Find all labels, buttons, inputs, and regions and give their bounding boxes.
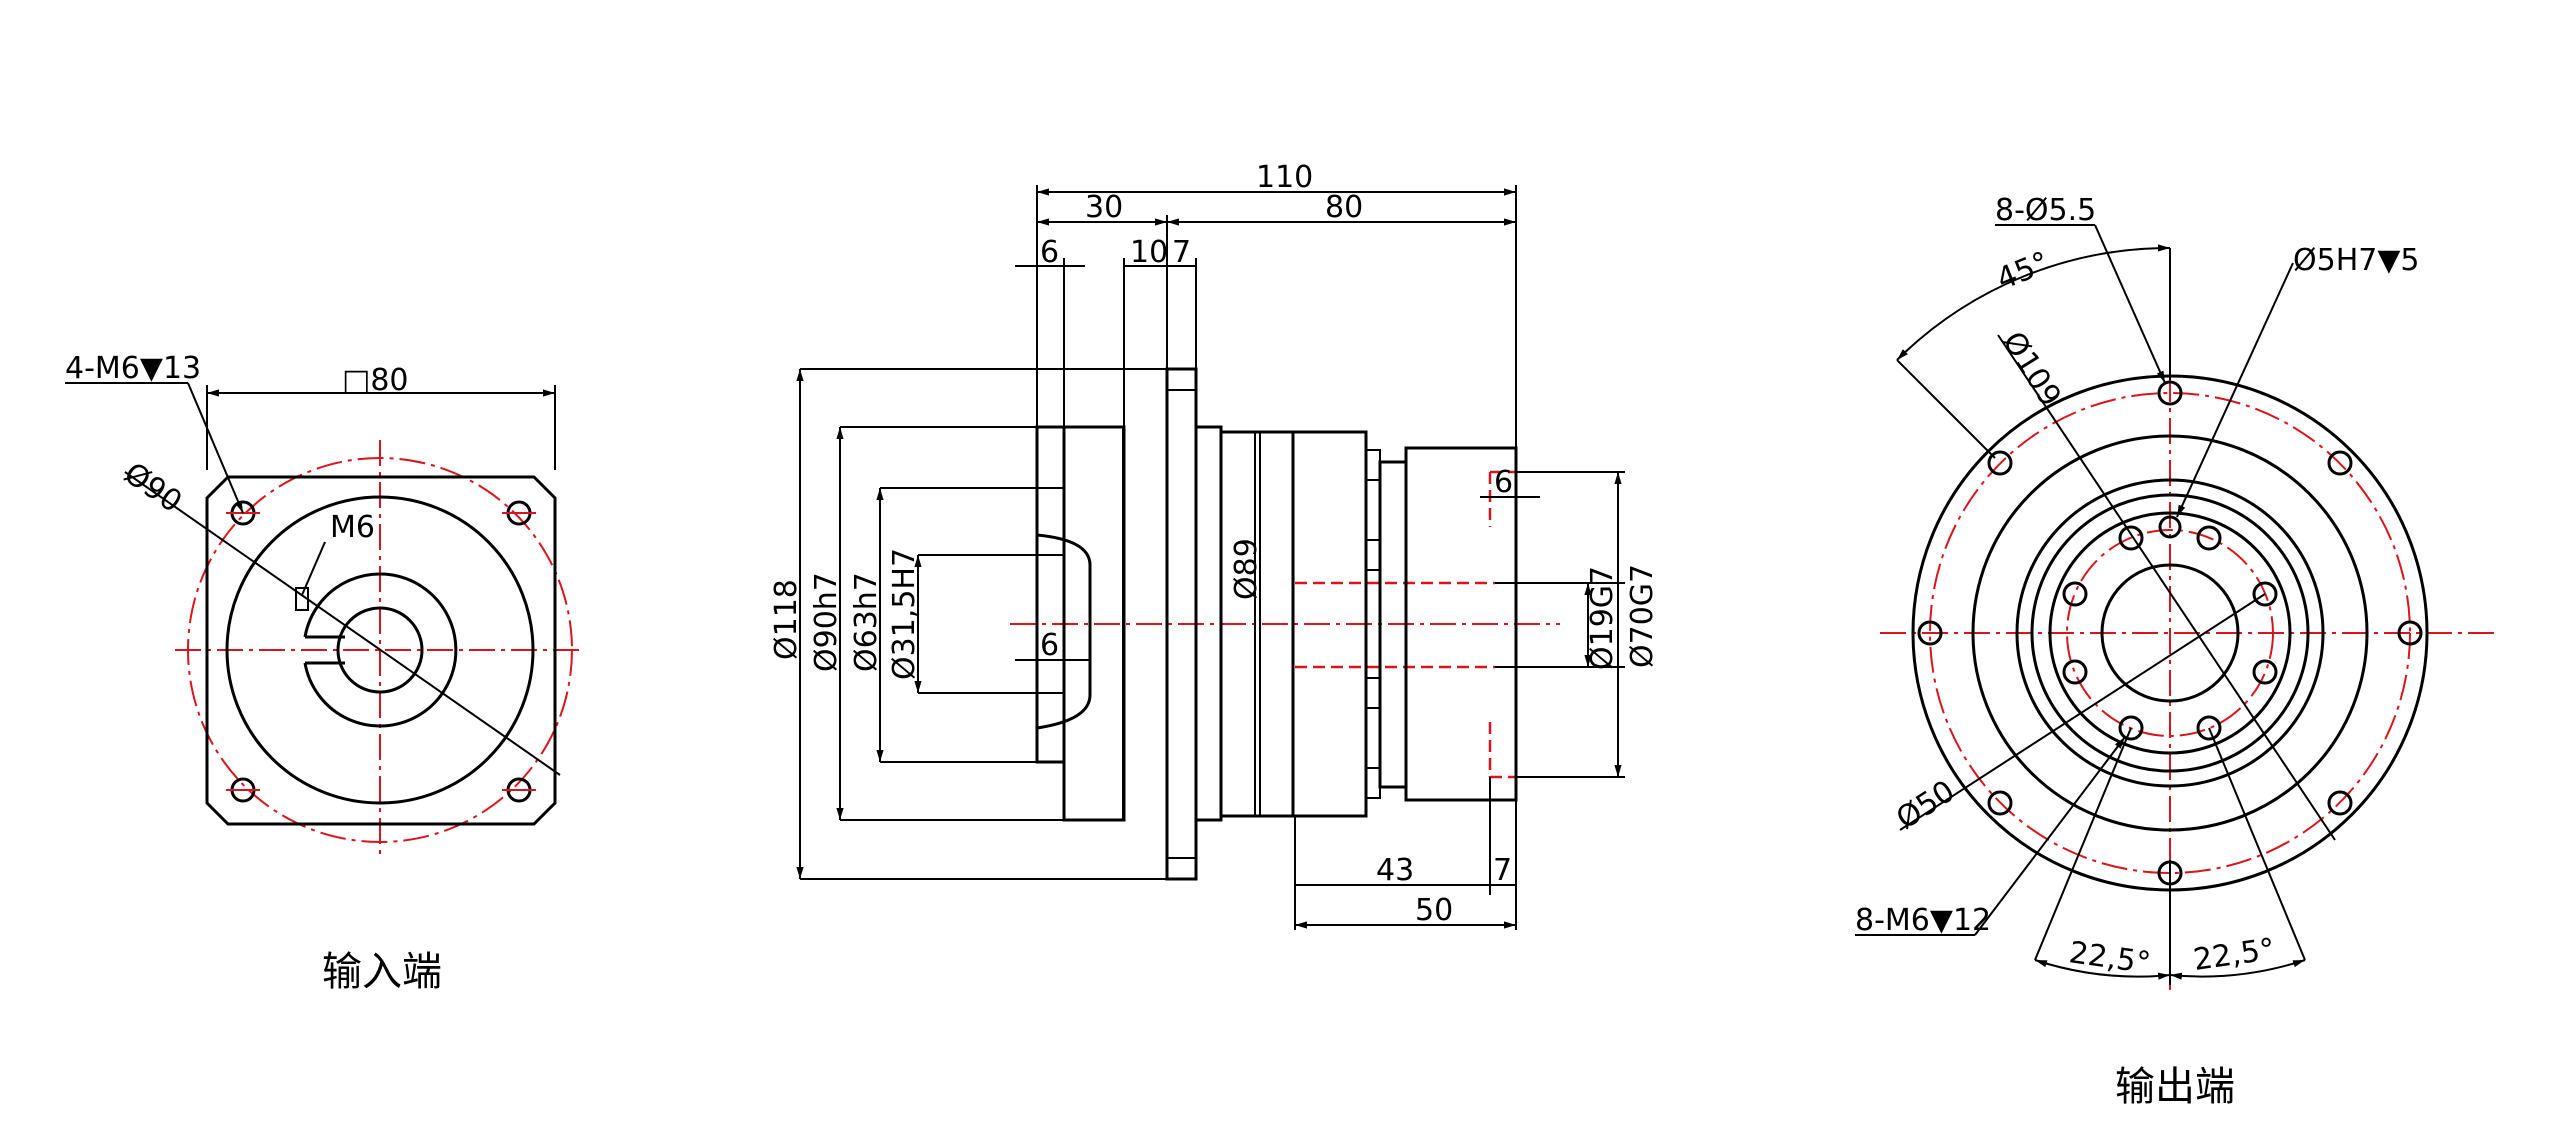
- side-bolt: [1365, 767, 1381, 799]
- output-pcd-109: Ø109: [1995, 326, 2068, 413]
- side-input-face: [1035, 425, 1066, 764]
- output-outer-holes-note: 8-Ø5.5: [1995, 193, 2096, 228]
- input-shaft-circle: [336, 606, 424, 694]
- side-body-3: [1291, 430, 1368, 818]
- output-inner-holes: [2062, 515, 2278, 741]
- input-pcd-leader: [124, 471, 561, 776]
- output-angle-22-5-left: 22,5°: [2067, 935, 2153, 981]
- side-dim-6-top: 6: [1040, 235, 1059, 270]
- output-pin-hole: [2158, 515, 2182, 539]
- side-dim-7-top: 7: [1172, 235, 1191, 270]
- output-pin-leader: [2176, 262, 2294, 518]
- output-outer-hole: [1987, 450, 2013, 476]
- side-bolt: [1365, 449, 1381, 481]
- output-pcd-50: [2066, 529, 2274, 737]
- side-dim-6-inner: 6: [1040, 628, 1059, 663]
- input-pcd-label: Ø90: [117, 456, 188, 520]
- output-caption: 输出端: [2115, 1064, 2235, 1110]
- output-ring-3: [2030, 493, 2310, 773]
- side-output-section: 80: [1325, 190, 1363, 225]
- side-dia-70G7: Ø70G7: [1625, 564, 1660, 668]
- side-dim-6-shaft: 6: [1494, 465, 1513, 500]
- input-clamp-ring: [303, 572, 458, 728]
- output-pin-hole-note: Ø5H7▼5: [2293, 243, 2420, 278]
- output-angle-45: 45°: [1992, 245, 2054, 297]
- output-inner-hole: [2118, 715, 2144, 741]
- side-overall-length: 110: [1256, 160, 1313, 195]
- input-bore-circle: [225, 495, 535, 805]
- output-thread-leader: [1974, 736, 2126, 936]
- output-shaft: [2100, 563, 2240, 703]
- output-inner-hole: [2062, 581, 2088, 607]
- output-outer-hole: [2327, 790, 2353, 816]
- side-dia-89: Ø89: [1229, 538, 1264, 600]
- output-pcd-50: Ø50: [1890, 774, 1961, 837]
- side-dim-50: 50: [1415, 893, 1453, 928]
- side-dia-63h7: Ø63h7: [849, 572, 884, 672]
- side-dim-10: 10: [1130, 235, 1168, 270]
- input-square-flange: [205, 475, 557, 826]
- side-dia-31-5H7: Ø31,5H7: [887, 548, 922, 680]
- output-outer-hole: [2327, 450, 2353, 476]
- input-view: □80 4-M6▼13 Ø90 M6 输入端: [65, 351, 585, 995]
- output-outer-hole: [1987, 790, 2013, 816]
- output-angle-arc-left: [2034, 959, 2171, 980]
- output-outer-leader: [2094, 224, 2166, 384]
- side-dim-7-bottom: 7: [1493, 853, 1512, 888]
- side-dia-90h7: Ø90h7: [809, 572, 844, 672]
- output-outer-hole: [2397, 620, 2423, 646]
- input-hole-leader: [187, 382, 244, 514]
- input-key-thread: M6: [330, 510, 375, 545]
- side-output-flange: [1404, 446, 1518, 802]
- output-ring-1: [1971, 434, 2369, 832]
- output-pcd-109: [1929, 392, 2411, 874]
- output-ring-4: [2048, 511, 2292, 755]
- side-dia-118: Ø118: [769, 579, 804, 660]
- output-ring-2: [2015, 478, 2325, 788]
- output-outer-holes: [1917, 380, 2423, 886]
- input-caption: 输入端: [322, 949, 442, 995]
- side-dia-19G7: Ø19G7: [1585, 566, 1620, 670]
- output-view: 45° 8-Ø5.5 Ø5H7▼5 Ø109 Ø50 8-M6▼12 22,5°…: [1855, 193, 2500, 1110]
- side-dim-43: 43: [1376, 853, 1414, 888]
- side-view: Ø118 Ø90h7 Ø63h7 Ø31,5H7 Ø89 Ø19G7 Ø70G7…: [769, 160, 1660, 930]
- output-inner-hole: [2252, 581, 2278, 607]
- output-angle-ext: [2034, 727, 2132, 961]
- output-pcd50-leader: [1899, 593, 2266, 831]
- output-angle-ext: [2208, 727, 2306, 961]
- output-inner-hole: [2196, 525, 2222, 551]
- output-inner-hole: [2252, 659, 2278, 685]
- output-angle-arc-right: [2169, 959, 2306, 980]
- side-input-section: 30: [1085, 190, 1123, 225]
- output-pcd109-leader: [1997, 334, 2336, 841]
- output-inner-hole: [2062, 659, 2088, 685]
- input-square-size: □80: [342, 363, 409, 398]
- side-clamp-curve: [1036, 533, 1092, 730]
- input-m6-leader: [301, 541, 326, 596]
- output-outer-hole: [1917, 620, 1943, 646]
- output-inner-hole: [2196, 715, 2222, 741]
- output-threaded-holes-note: 8-M6▼12: [1855, 903, 1991, 938]
- input-hole-note: 4-M6▼13: [65, 351, 201, 386]
- output-angle-45-arc: [1896, 244, 2171, 361]
- output-inner-hole: [2118, 525, 2144, 551]
- input-clamp-slot: [305, 635, 345, 665]
- side-bolt: [1365, 677, 1381, 709]
- output-angle-ext: [1896, 359, 1996, 459]
- side-bolt: [1365, 539, 1381, 571]
- output-outer-hole: [2157, 380, 2183, 406]
